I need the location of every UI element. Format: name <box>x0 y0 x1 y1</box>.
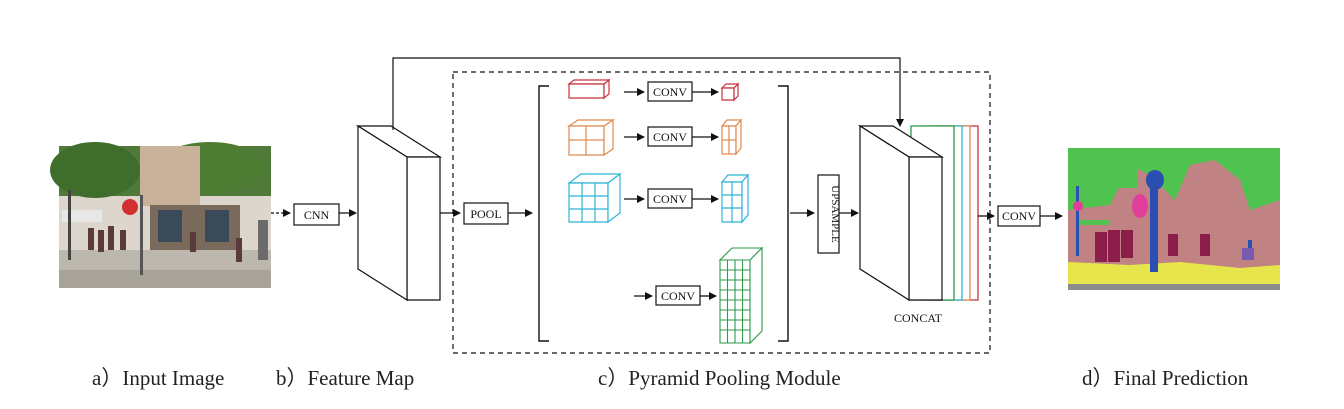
caption-final-prediction: d）Final Prediction <box>1082 366 1249 390</box>
cnn-label: CNN <box>304 208 330 222</box>
final-conv-box: CONV <box>997 205 1041 227</box>
concat-block: CONCAT <box>857 124 979 325</box>
pyramid-level-1: CONV <box>567 78 740 102</box>
feature-map-block <box>355 124 443 302</box>
pool-box: POOL <box>463 202 509 225</box>
caption-ppm: c）Pyramid Pooling Module <box>598 366 841 390</box>
caption-input-image: a）Input Image <box>92 366 224 390</box>
pyramid-level-3: CONV <box>567 172 750 224</box>
skip-connection <box>392 57 904 130</box>
conv-label-1: CONV <box>653 85 687 99</box>
left-bracket <box>538 85 549 342</box>
conv-label-2: CONV <box>653 130 687 144</box>
upsample-box: UPSAMPLE <box>817 174 841 254</box>
concat-label: CONCAT <box>894 311 943 325</box>
right-bracket <box>778 85 789 342</box>
prediction-map <box>1068 148 1280 290</box>
pyramid-level-2: CONV <box>567 118 743 157</box>
upsample-label: UPSAMPLE <box>829 185 841 243</box>
input-image <box>50 142 271 288</box>
cnn-box: CNN <box>293 203 340 226</box>
conv-label-4: CONV <box>661 289 695 303</box>
pool-label: POOL <box>470 207 501 221</box>
caption-feature-map: b）Feature Map <box>276 366 414 390</box>
conv-label-3: CONV <box>653 192 687 206</box>
final-conv-label: CONV <box>1002 209 1036 223</box>
pyramid-level-4: CONV <box>634 246 764 345</box>
